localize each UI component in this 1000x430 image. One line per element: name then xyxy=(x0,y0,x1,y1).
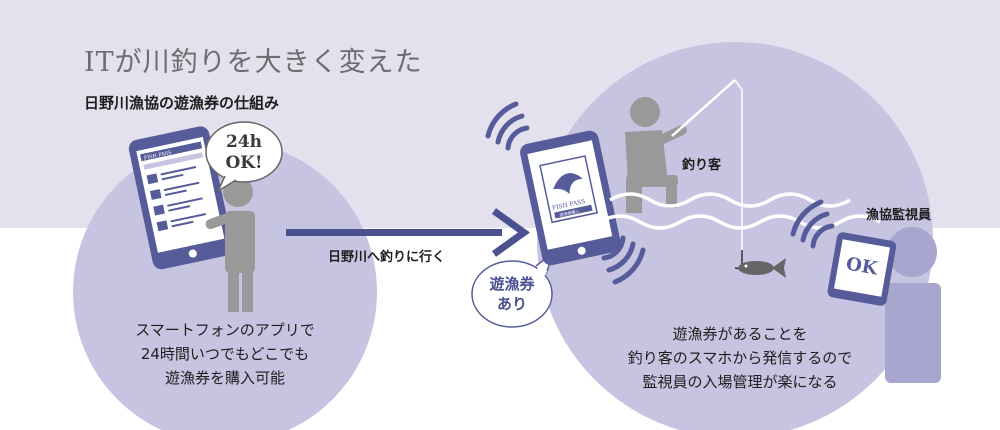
angler-person-icon xyxy=(625,97,687,213)
ticket-bubble-text: 遊漁券 あり xyxy=(480,274,544,314)
left-description-line2: 24時間いつでもどこでも xyxy=(140,345,310,363)
page-title: ITが川釣りを大きく変えた xyxy=(84,47,423,78)
page-subtitle: 日野川漁協の遊漁券の仕組み xyxy=(84,94,280,112)
24h-bubble-line2: OK! xyxy=(225,153,263,173)
left-description-line3: 遊漁券を購入可能 xyxy=(164,369,285,387)
24h-bubble-line1: 24h xyxy=(225,132,263,152)
angler-phone-sub: 遊漁券購入 xyxy=(559,207,580,217)
signal-waves-icon xyxy=(485,101,646,285)
24h-speech-bubble xyxy=(205,121,283,192)
fish-icon xyxy=(738,258,786,278)
ticket-bubble-line2: あり xyxy=(496,295,527,313)
buyer-person-icon xyxy=(205,177,255,312)
24h-bubble-text: 24h OK! xyxy=(212,132,276,174)
inspector-signal-waves-icon xyxy=(790,199,835,249)
left-phone-logo: FISH PASS xyxy=(143,150,172,162)
angler-label: 釣り客 xyxy=(682,158,722,173)
water-waves-icon xyxy=(599,192,881,230)
ticket-bubble-line1: 遊漁券 xyxy=(489,275,535,293)
inspector-label: 漁協監視員 xyxy=(866,208,932,223)
right-description-line2: 釣り客のスマホから発信するので xyxy=(627,349,853,367)
flow-arrow xyxy=(286,208,531,257)
left-description: スマートフォンのアプリで 24時間いつでもどこでも 遊漁券を購入可能 xyxy=(105,318,345,390)
right-description-line1: 遊漁券があることを xyxy=(672,325,808,343)
ok-tablet-icon xyxy=(827,232,897,306)
right-description-line3: 監視員の入場管理が楽になる xyxy=(642,373,838,391)
angler-smartphone-icon: FISH PASS 遊漁券購入 xyxy=(520,130,621,266)
arrow-label: 日野川へ釣りに行く xyxy=(328,250,446,265)
left-smartphone-icon: FISH PASS xyxy=(128,126,234,270)
left-description-line1: スマートフォンのアプリで xyxy=(135,321,315,339)
right-description: 遊漁券があることを 釣り客のスマホから発信するので 監視員の入場管理が楽になる xyxy=(610,322,870,394)
